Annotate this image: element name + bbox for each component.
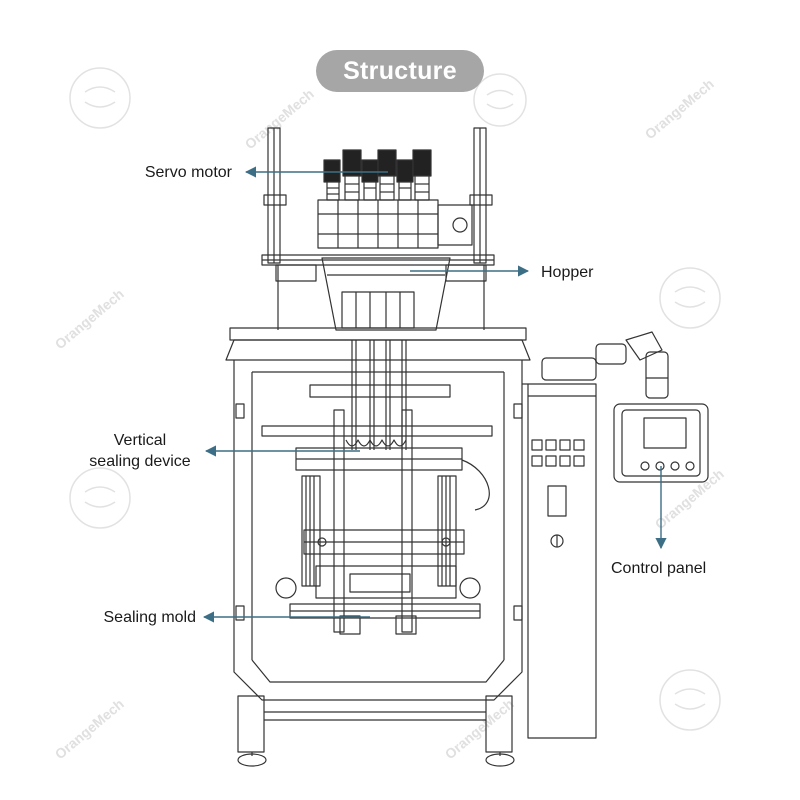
control-panel-label: Control panel <box>611 560 707 577</box>
main-cabinet <box>233 360 523 701</box>
upper-platform <box>261 254 495 282</box>
watermark-text: OrangeMech <box>642 76 717 143</box>
control-arm <box>541 331 669 399</box>
electrical-box <box>522 383 597 739</box>
servo-motor-label: Servo motor <box>144 164 232 181</box>
dosing-block <box>317 199 473 249</box>
vertical-sealing-device <box>261 384 493 633</box>
watermark-logo-icon <box>659 267 721 329</box>
watermark-text: OrangeMech <box>52 696 127 763</box>
machine-drawing <box>225 127 709 767</box>
top-guide-rods <box>263 127 493 264</box>
hopper-label: Hopper <box>541 264 594 281</box>
cabinet-top <box>225 327 531 361</box>
watermark-logo-icon <box>659 669 721 731</box>
watermark-layer <box>69 67 721 731</box>
servo-motors <box>323 149 432 201</box>
watermark-logo-icon <box>69 67 131 129</box>
callout-arrows <box>202 166 667 623</box>
sealing-mold <box>275 565 481 635</box>
horizontal-sealing-bar <box>303 529 465 555</box>
feeding-tubes <box>351 340 407 450</box>
structure-title: Structure <box>316 50 484 92</box>
vertical-sealing-label: Vertical sealing device <box>80 430 200 472</box>
machine-legs <box>237 695 515 767</box>
watermark-text: OrangeMech <box>242 86 317 153</box>
watermark-text: OrangeMech <box>52 286 127 353</box>
vertical-sealing-label-line2: sealing device <box>89 453 191 470</box>
vertical-sealing-label-line1: Vertical <box>113 432 167 449</box>
watermark-logo-icon <box>69 467 131 529</box>
watermark-logo-icon <box>473 73 527 127</box>
sealing-mold-label: Sealing mold <box>103 609 197 626</box>
hopper <box>277 257 485 331</box>
